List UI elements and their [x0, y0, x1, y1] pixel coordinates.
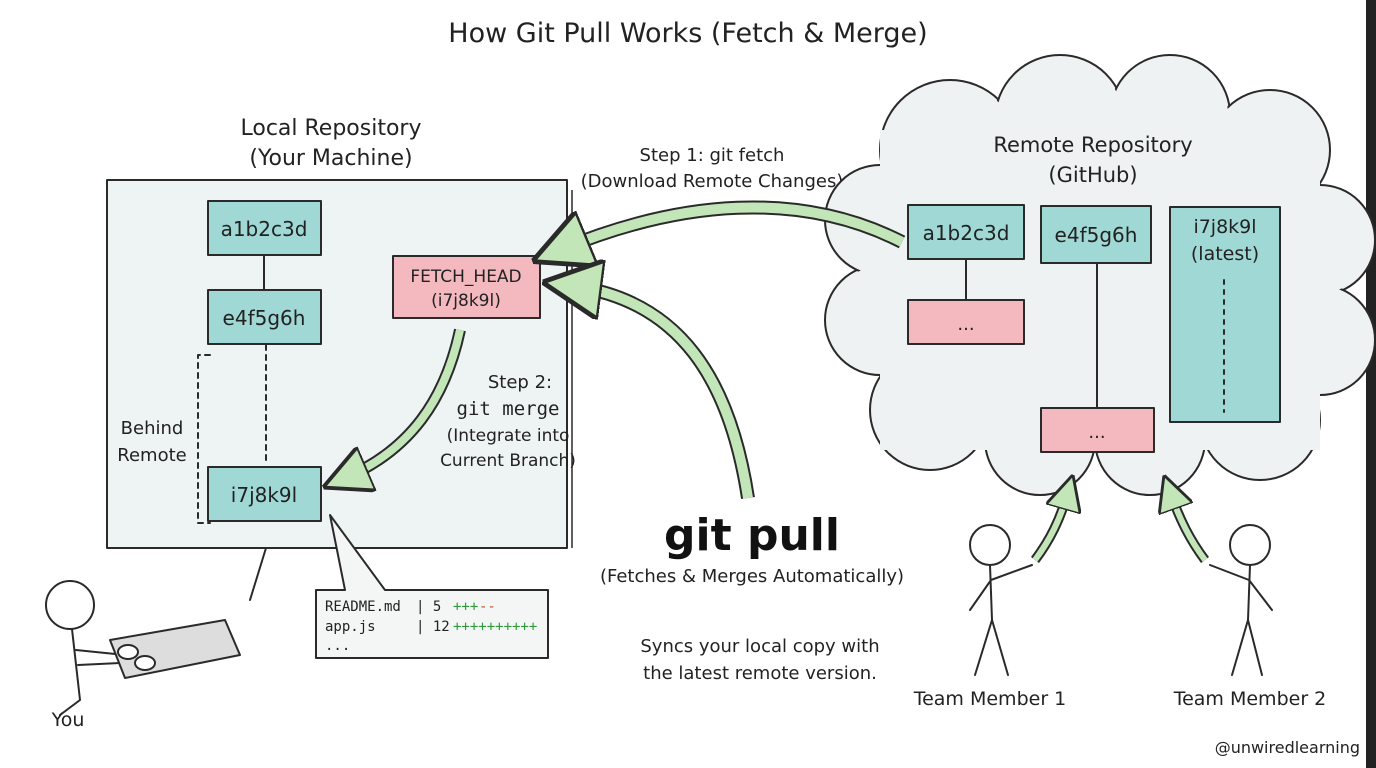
diff-minus: -- [479, 599, 496, 615]
step2-command: git merge [457, 398, 560, 420]
merge-arrow [345, 328, 466, 478]
fetch-arrow [560, 200, 906, 250]
team-member-2-label: Team Member 2 [1173, 688, 1327, 710]
svg-text:FETCH_HEAD: FETCH_HEAD [410, 267, 521, 287]
svg-text:e4f5g6h: e4f5g6h [1055, 223, 1138, 247]
svg-text:(i7j8k9l): (i7j8k9l) [431, 291, 501, 311]
remote-commit-a1b2c3d: a1b2c3d [907, 204, 1025, 260]
git-pull-subtitle: (Fetches & Merges Automatically) [600, 566, 904, 587]
you-figure [45, 547, 267, 716]
you-label: You [51, 709, 85, 731]
local-repo-panel [106, 179, 568, 549]
local-commit-i7j8k9l: i7j8k9l [207, 466, 322, 522]
svg-text:i7j8k9l: i7j8k9l [1193, 216, 1256, 238]
diff-more: ... [325, 638, 350, 654]
credit: @unwiredlearning [1215, 738, 1360, 757]
sync-note: Syncs your local copy with [640, 636, 879, 657]
remote-commit-e4f5g6h: e4f5g6h [1040, 205, 1152, 264]
team-member-1-figure [969, 524, 1033, 676]
svg-text:...: ... [1088, 422, 1105, 443]
step1-label: Step 1: git fetch [640, 145, 785, 166]
svg-text:e4f5g6h: e4f5g6h [223, 306, 306, 330]
remote-repo-sublabel: (GitHub) [1048, 163, 1137, 187]
member1-push-arrow [1030, 492, 1068, 563]
diff-file: README.md [325, 599, 401, 615]
team-member-1-label: Team Member 1 [913, 688, 1067, 710]
local-repo-label: Local Repository [241, 116, 422, 141]
sync-note-2: the latest remote version. [643, 663, 877, 684]
frame-edge [1366, 0, 1376, 768]
local-commit-a1b2c3d: a1b2c3d [207, 200, 322, 256]
page-title: How Git Pull Works (Fetch & Merge) [448, 18, 927, 49]
diff-count: | 12 [416, 619, 450, 635]
remote-repo-label: Remote Repository [993, 133, 1192, 157]
diff-count: | 5 [416, 599, 441, 615]
behind-remote-label: Behind [121, 418, 184, 439]
team-member-2-figure [1209, 524, 1273, 676]
local-commit-e4f5g6h: e4f5g6h [207, 289, 322, 345]
behind-remote-label-2: Remote [117, 445, 186, 466]
remote-commit-i7j8k9l-latest: i7j8k9l (latest) [1169, 206, 1281, 423]
member2-push-arrow [1170, 492, 1210, 563]
step2-label: Step 2: [488, 372, 552, 393]
remote-cloud [824, 54, 1376, 496]
remote-pending-2: ... [1040, 407, 1155, 453]
diff-plus: +++ [453, 599, 478, 615]
svg-text:a1b2c3d: a1b2c3d [923, 221, 1010, 245]
svg-text:i7j8k9l: i7j8k9l [231, 483, 297, 507]
fetch-head-box: FETCH_HEAD (i7j8k9l) [392, 255, 541, 319]
step2-desc-2: Current Branch) [440, 451, 576, 471]
git-pull-arrow [572, 286, 755, 500]
step2-desc: (Integrate into [447, 426, 570, 446]
local-repo-sublabel: (Your Machine) [249, 146, 412, 171]
diff-file: app.js [325, 619, 376, 635]
diffstat-bubble: README.md | 5 +++ -- app.js | 12 +++++++… [315, 514, 549, 659]
svg-text:(latest): (latest) [1191, 243, 1259, 265]
diff-plus: ++++++++++ [453, 619, 537, 635]
git-pull-label: git pull [664, 510, 840, 561]
svg-text:...: ... [957, 314, 974, 335]
behind-bracket [197, 354, 211, 524]
svg-text:a1b2c3d: a1b2c3d [221, 217, 308, 241]
remote-pending-1: ... [907, 299, 1025, 345]
step1-desc: (Download Remote Changes) [581, 171, 844, 192]
